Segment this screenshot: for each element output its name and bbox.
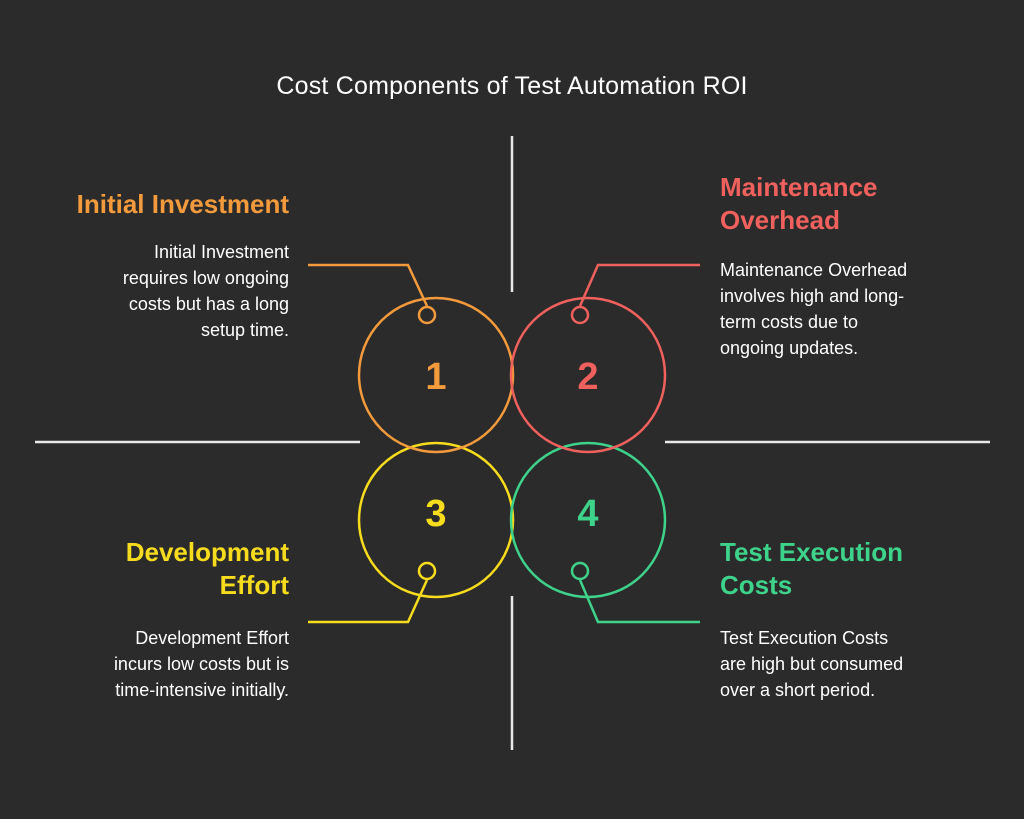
number-development: 3 — [425, 493, 446, 535]
heading-line: Effort — [219, 570, 289, 600]
description-initial-investment: Initial Investment requires low ongoing … — [40, 239, 289, 343]
circle-maintenance — [509, 296, 667, 454]
heading-test-execution-costs: Test Execution Costs — [720, 536, 1000, 602]
number-execution: 4 — [577, 493, 598, 535]
connector-execution — [578, 579, 700, 624]
circle-development — [357, 441, 515, 599]
connector-initial — [308, 263, 429, 307]
desc-line: term costs due to — [720, 312, 859, 332]
description-development-effort: Development Effort incurs low costs but … — [30, 625, 289, 703]
heading-line: Test Execution — [720, 537, 904, 567]
connector-dot-initial — [417, 305, 437, 325]
desc-line: time-intensive initially. — [115, 680, 289, 700]
connector-maintenance — [578, 263, 700, 307]
connector-dot-maintenance — [570, 305, 590, 325]
desc-line: Maintenance Overhead — [720, 260, 908, 280]
connector-dot-execution — [570, 561, 590, 581]
heading-development-effort: Development Effort — [40, 536, 289, 602]
description-maintenance-overhead: Maintenance Overhead involves high and l… — [720, 257, 1000, 361]
desc-line: ongoing updates. — [720, 338, 859, 358]
diagram-title: Cost Components of Test Automation ROI — [276, 72, 748, 100]
desc-line: involves high and long- — [720, 286, 905, 306]
heading-line: Maintenance — [720, 172, 878, 202]
desc-line: are high but consumed — [720, 654, 904, 674]
connector-dot-development — [417, 561, 437, 581]
heading-line: Overhead — [720, 205, 840, 235]
desc-line: Test Execution Costs — [720, 628, 889, 648]
heading-initial-investment: Initial Investment — [76, 189, 289, 219]
connector-development — [308, 579, 429, 624]
desc-line: Initial Investment — [153, 242, 289, 262]
heading-line: Development — [125, 537, 289, 567]
number-initial: 1 — [425, 356, 446, 398]
desc-line: over a short period. — [720, 680, 876, 700]
desc-line: setup time. — [200, 320, 289, 340]
desc-line: incurs low costs but is — [113, 654, 289, 674]
description-test-execution-costs: Test Execution Costs are high but consum… — [720, 625, 1000, 703]
heading-line: Costs — [720, 570, 793, 600]
circle-initial — [357, 296, 515, 454]
number-maintenance: 2 — [577, 356, 598, 398]
desc-line: costs but has a long — [128, 294, 289, 314]
heading-maintenance-overhead: Maintenance Overhead — [720, 171, 1000, 237]
desc-line: requires low ongoing — [122, 268, 289, 288]
desc-line: Development Effort — [135, 628, 289, 648]
